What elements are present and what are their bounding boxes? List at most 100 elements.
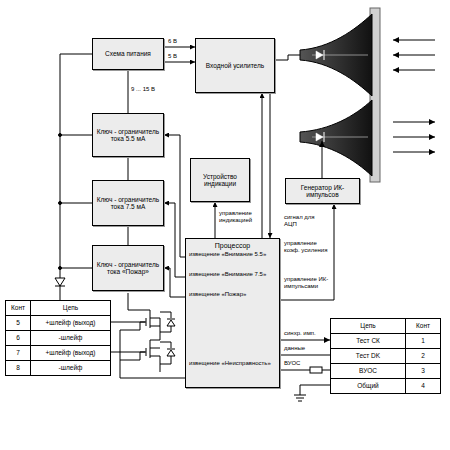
table-cell: Тест СК bbox=[330, 333, 406, 349]
transistor-symbol bbox=[146, 346, 160, 372]
signal-label: управление индикацией bbox=[219, 210, 257, 224]
table-cell: Конт bbox=[5, 300, 31, 316]
table-cell: 4 bbox=[405, 378, 441, 394]
signal-label: 9 ... 15 В bbox=[131, 86, 173, 93]
sync-wire bbox=[280, 340, 330, 341]
junction-dot bbox=[59, 134, 62, 137]
fault-wire bbox=[120, 322, 185, 378]
process-box: Входной усилитель bbox=[195, 38, 275, 93]
table-cell: 8 bbox=[5, 360, 31, 376]
table-cell: -шлейф bbox=[30, 360, 111, 376]
signal-label: данные bbox=[284, 345, 328, 352]
power-rail bbox=[59, 54, 93, 300]
table-cell: 1 bbox=[405, 333, 441, 349]
junction-dot bbox=[59, 202, 62, 205]
box-text: Устройство индикации bbox=[194, 173, 246, 188]
signal-label: 5 В bbox=[168, 53, 194, 60]
table-cell: 3 bbox=[405, 363, 441, 379]
diode-bar bbox=[55, 286, 65, 287]
signal-label: сигнал для АЦП bbox=[284, 214, 328, 228]
diode-body bbox=[167, 350, 175, 356]
table-cell: Тест DK bbox=[330, 348, 406, 364]
table-cell: 7 bbox=[5, 345, 31, 361]
signal-label: ВУОС bbox=[284, 360, 310, 367]
diode-body bbox=[167, 320, 175, 326]
connector bbox=[164, 268, 185, 297]
horn-assembly bbox=[300, 8, 380, 182]
table-cell: 5 bbox=[5, 315, 31, 331]
transistor-symbol bbox=[146, 316, 160, 346]
sensor-wires bbox=[275, 55, 322, 178]
signal-label: извещение «Пожар» bbox=[189, 291, 277, 298]
rail-wire bbox=[60, 54, 92, 300]
led-symbol bbox=[316, 133, 323, 141]
ground-symbol bbox=[294, 385, 330, 401]
connector bbox=[128, 70, 129, 113]
box-text: Процессор bbox=[215, 242, 251, 250]
box-text: Ключ - ограничитель тока 5.5 мА bbox=[96, 128, 160, 143]
table-cell: -шлейф bbox=[30, 330, 111, 346]
signal-label: управление коэф. усиления bbox=[284, 240, 328, 254]
table-cell: 6 bbox=[5, 330, 31, 346]
diode-body bbox=[55, 278, 65, 286]
incoming-ray bbox=[393, 40, 435, 41]
connector bbox=[164, 62, 195, 63]
incoming-ray bbox=[393, 55, 435, 56]
box-text: Входной усилитель bbox=[206, 62, 264, 69]
connector bbox=[164, 203, 185, 277]
outgoing-ray bbox=[393, 122, 435, 123]
resistor-symbol bbox=[310, 367, 322, 373]
signal-label: 6 В bbox=[168, 38, 194, 45]
table-cell: +шлейф (выход) bbox=[30, 345, 111, 361]
box-text: Схема питания bbox=[105, 50, 151, 57]
signal-label: извещение «Неисправность» bbox=[189, 360, 277, 367]
process-box: Ключ - ограничитель тока «Пожар» bbox=[92, 245, 164, 291]
receiver-wire bbox=[275, 55, 300, 60]
emitter-horn bbox=[300, 100, 372, 176]
horn-axis bbox=[312, 55, 368, 137]
incoming-ray bbox=[393, 70, 435, 71]
table-cell: ВУОС bbox=[330, 363, 406, 379]
photodiode-symbol bbox=[316, 51, 323, 59]
diode-symbol bbox=[55, 278, 65, 286]
table-cell: Цепь bbox=[30, 300, 111, 316]
process-box: Устройство индикации bbox=[190, 158, 250, 202]
connector bbox=[270, 93, 271, 238]
connector bbox=[128, 226, 129, 245]
table-cell: Общий bbox=[330, 378, 406, 394]
transistor-switch bbox=[110, 293, 185, 378]
box-text: Ключ - ограничитель тока «Пожар» bbox=[96, 261, 160, 276]
table-cell: +шлейф (выход) bbox=[30, 315, 111, 331]
output-wires bbox=[280, 340, 330, 401]
photodiode-bar bbox=[324, 50, 325, 60]
table-cell: Цепь bbox=[330, 318, 406, 334]
connector bbox=[128, 157, 129, 180]
process-box: Схема питания bbox=[92, 38, 164, 70]
diode-bar bbox=[160, 342, 175, 364]
key-wire bbox=[60, 135, 92, 268]
box-text: Ключ - ограничитель тока 7.5 мА bbox=[96, 196, 160, 211]
outgoing-ray bbox=[393, 152, 435, 153]
signal-label: синхр. имп. bbox=[284, 330, 328, 337]
led-bar bbox=[324, 132, 325, 142]
connector bbox=[280, 204, 334, 300]
signal-label: извещение «Внимание 7.5» bbox=[189, 271, 277, 278]
process-box: Ключ - ограничитель тока 5.5 мА bbox=[92, 113, 164, 157]
box-text: Генератор ИК-импульсов bbox=[289, 184, 356, 199]
signal-label: извещение «Внимание 5.5» bbox=[189, 251, 277, 258]
emitter-wire bbox=[322, 141, 323, 178]
diode-bar bbox=[160, 312, 175, 332]
connector bbox=[262, 93, 263, 238]
connector bbox=[164, 47, 195, 48]
process-box: Ключ - ограничитель тока 7.5 мА bbox=[92, 180, 164, 226]
fault-wire bbox=[120, 352, 140, 360]
ir-arrows bbox=[393, 40, 435, 152]
gate-wire bbox=[140, 322, 146, 352]
process-box: Генератор ИК-импульсов bbox=[285, 178, 360, 204]
table-cell: Конт bbox=[405, 318, 441, 334]
data-wire bbox=[280, 355, 330, 356]
fire-key-wire bbox=[128, 293, 150, 316]
table-cell: 2 bbox=[405, 348, 441, 364]
signal-label: управление ИК-импульсами bbox=[284, 276, 330, 290]
junction-dot bbox=[59, 267, 62, 270]
